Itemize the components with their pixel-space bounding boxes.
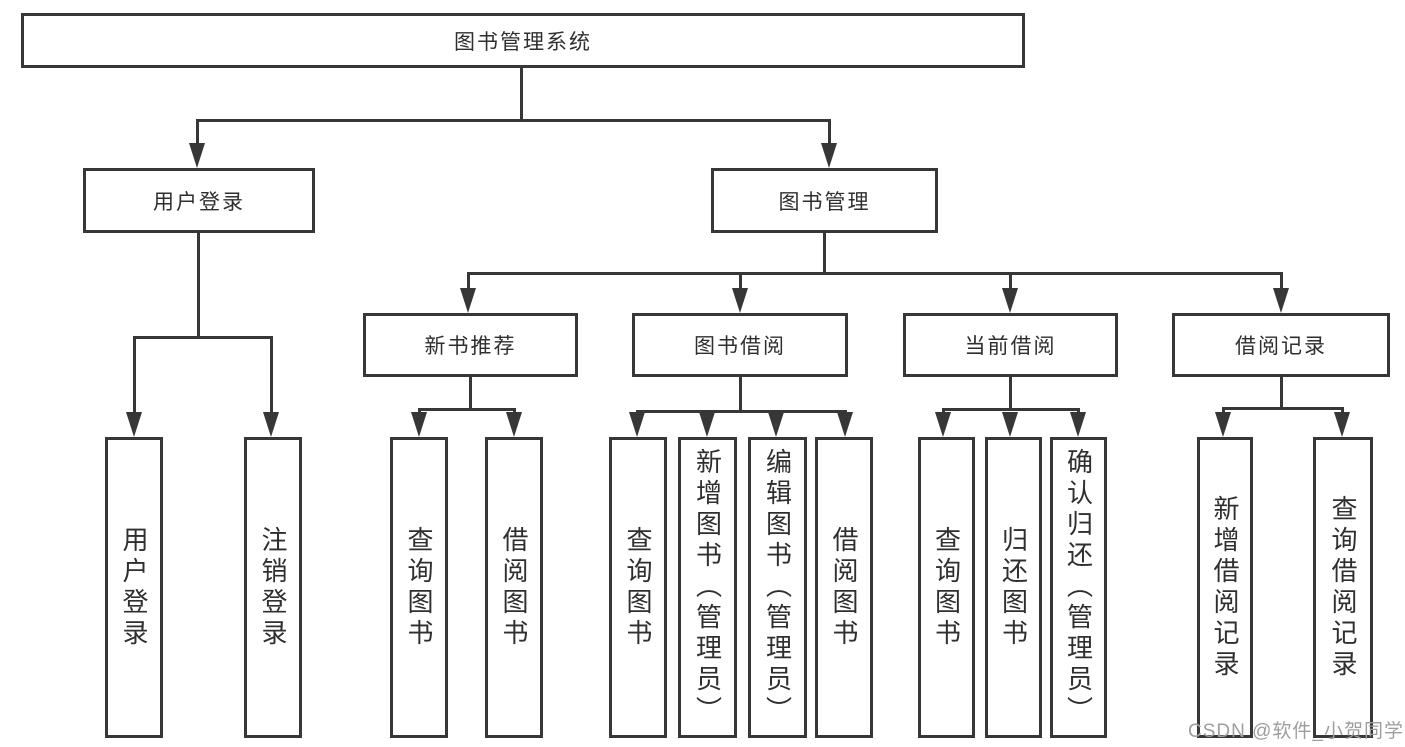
arrow-down-icon xyxy=(837,412,853,437)
leaf-cb-confirm-return-admin-label: 确认归还（管理员） xyxy=(1063,448,1094,727)
arrow-down-icon xyxy=(935,412,951,437)
connector-line xyxy=(467,272,1283,275)
leaf-br-add-record: 新增借阅记录 xyxy=(1197,437,1253,738)
node-book-borrowing: 图书借阅 xyxy=(632,313,848,377)
node-current-borrowing: 当前借阅 xyxy=(903,313,1118,377)
leaf-bb-add-books-admin-label: 新增图书（管理员） xyxy=(692,448,723,727)
connector-line xyxy=(1222,407,1225,415)
arrow-down-icon xyxy=(1070,412,1086,437)
node-book-management: 图书管理 xyxy=(711,168,938,233)
leaf-nb-borrow-books-label: 借阅图书 xyxy=(499,525,529,650)
connector-line xyxy=(197,233,200,339)
leaf-br-query-record: 查询借阅记录 xyxy=(1313,437,1373,738)
connector-line xyxy=(1009,272,1012,290)
connector-line xyxy=(1280,377,1283,410)
leaf-cb-return-books: 归还图书 xyxy=(985,437,1042,738)
connector-line xyxy=(828,119,831,145)
arrow-down-icon xyxy=(411,412,427,437)
connector-line xyxy=(418,408,421,415)
arrow-down-icon xyxy=(1002,412,1018,437)
leaf-bb-query-books-label: 查询图书 xyxy=(623,525,653,650)
node-root-label: 图书管理系统 xyxy=(454,30,592,54)
node-root: 图书管理系统 xyxy=(21,13,1025,68)
arrow-down-icon xyxy=(263,412,279,437)
leaf-logout-label: 注销登录 xyxy=(258,525,288,650)
node-user-login-label: 用户登录 xyxy=(153,190,245,214)
arrow-down-icon xyxy=(1002,288,1018,313)
connector-line xyxy=(133,336,273,339)
leaf-logout: 注销登录 xyxy=(244,437,302,738)
leaf-cb-query-books: 查询图书 xyxy=(918,437,975,738)
leaf-cb-return-books-label: 归还图书 xyxy=(998,525,1029,650)
leaf-nb-query-books-label: 查询图书 xyxy=(404,525,434,650)
node-new-book-recommend: 新书推荐 xyxy=(363,313,578,377)
leaf-nb-query-books: 查询图书 xyxy=(390,437,448,738)
arrow-down-icon xyxy=(821,143,837,168)
leaf-nb-borrow-books: 借阅图书 xyxy=(485,437,543,738)
node-book-management-label: 图书管理 xyxy=(778,190,871,214)
connector-line xyxy=(1077,408,1080,415)
connector-line xyxy=(1341,407,1344,415)
node-borrowing-records-label: 借阅记录 xyxy=(1235,335,1327,358)
arrow-down-icon xyxy=(506,412,522,437)
leaf-br-query-record-label: 查询借阅记录 xyxy=(1328,494,1358,681)
connector-line xyxy=(1009,377,1012,411)
node-user-login: 用户登录 xyxy=(83,168,315,233)
arrow-down-icon xyxy=(460,288,476,313)
connector-line xyxy=(133,336,136,414)
connector-line xyxy=(467,272,470,290)
connector-line xyxy=(469,377,472,411)
connector-line xyxy=(520,68,523,121)
arrow-down-icon xyxy=(768,412,784,437)
connector-line xyxy=(739,377,742,413)
leaf-bb-edit-books-admin: 编辑图书（管理员） xyxy=(748,437,807,738)
connector-line xyxy=(942,408,1080,411)
node-book-borrowing-label: 图书借阅 xyxy=(694,335,786,358)
node-borrowing-records: 借阅记录 xyxy=(1172,313,1390,377)
leaf-user-login-label: 用户登录 xyxy=(119,525,149,650)
arrow-down-icon xyxy=(1334,412,1350,437)
connector-line xyxy=(1222,407,1344,410)
arrow-down-icon xyxy=(732,288,748,313)
node-new-book-recommend-label: 新书推荐 xyxy=(424,335,517,358)
arrow-down-icon xyxy=(1273,288,1289,313)
leaf-cb-confirm-return-admin: 确认归还（管理员） xyxy=(1050,437,1107,738)
leaf-user-login: 用户登录 xyxy=(105,437,163,738)
connector-line xyxy=(196,119,831,122)
node-current-borrowing-label: 当前借阅 xyxy=(964,335,1057,358)
arrow-down-icon xyxy=(126,412,142,437)
leaf-br-add-record-label: 新增借阅记录 xyxy=(1210,494,1240,681)
connector-line xyxy=(270,336,273,414)
leaf-bb-edit-books-admin-label: 编辑图书（管理员） xyxy=(762,448,793,727)
connector-line xyxy=(636,410,847,413)
watermark: CSDN @软件_小贺同学 xyxy=(1188,721,1404,742)
connector-line xyxy=(1280,272,1283,290)
connector-line xyxy=(513,408,516,415)
leaf-bb-borrow-books-label: 借阅图书 xyxy=(829,525,859,650)
connector-line xyxy=(739,272,742,290)
arrow-down-icon xyxy=(629,412,645,437)
connector-line xyxy=(823,233,826,275)
arrow-down-icon xyxy=(1215,412,1231,437)
leaf-bb-borrow-books: 借阅图书 xyxy=(815,437,873,738)
leaf-cb-query-books-label: 查询图书 xyxy=(931,525,962,650)
arrow-down-icon xyxy=(189,143,205,168)
connector-line xyxy=(418,408,516,411)
arrow-down-icon xyxy=(699,412,715,437)
leaf-bb-query-books: 查询图书 xyxy=(609,437,667,738)
connector-line xyxy=(942,408,945,415)
connector-line xyxy=(196,119,199,145)
leaf-bb-add-books-admin: 新增图书（管理员） xyxy=(678,437,737,738)
